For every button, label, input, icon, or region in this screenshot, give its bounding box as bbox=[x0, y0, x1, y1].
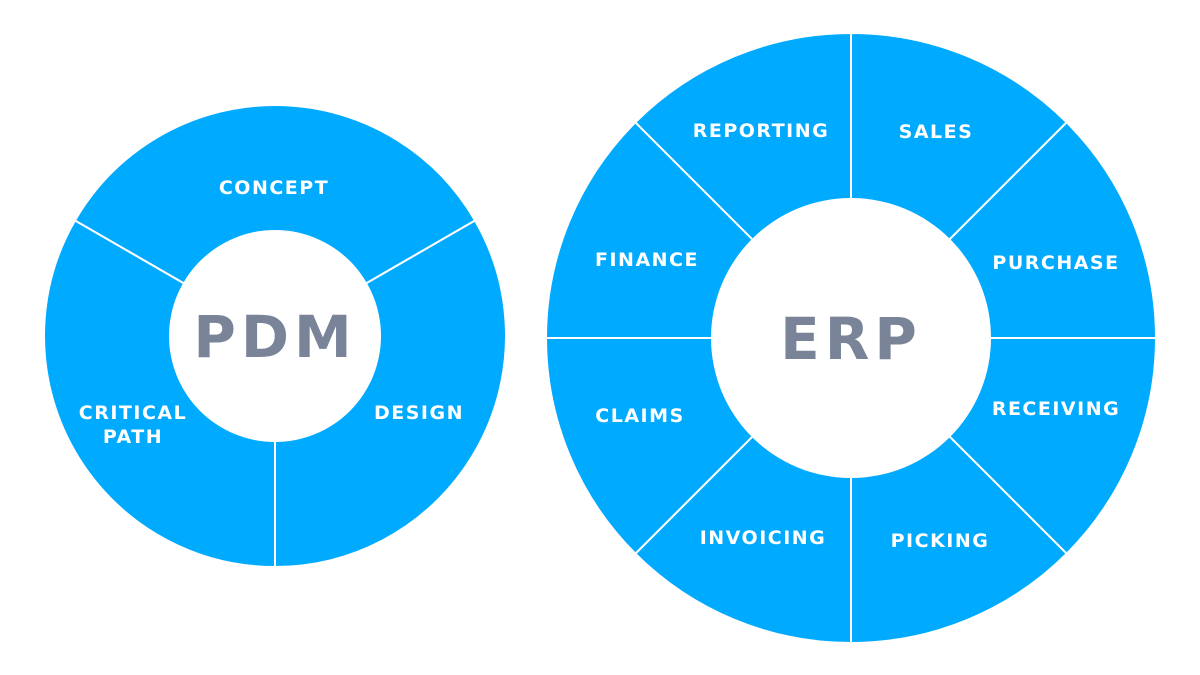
erp-label-claims: CLAIMS bbox=[595, 405, 684, 427]
erp-diagram: ERP SALES PURCHASE RECEIVING PICKING INVOICIN… bbox=[544, 31, 1158, 645]
erp-hub bbox=[711, 198, 991, 478]
erp-label-purchase: PURCHASE bbox=[992, 252, 1119, 274]
erp-label-sales: SALES bbox=[899, 121, 974, 143]
erp-label-receiving: RECEIVING bbox=[992, 398, 1120, 420]
erp-label-reporting: REPORTING bbox=[693, 120, 830, 142]
erp-hub-label: ERP bbox=[780, 305, 922, 373]
erp-label-picking: PICKING bbox=[891, 530, 990, 552]
pdm-hub-label: PDM bbox=[193, 303, 356, 371]
erp-label-finance: FINANCE bbox=[595, 249, 699, 271]
erp-label-invoicing: INVOICING bbox=[700, 527, 827, 549]
pdm-label-concept: CONCEPT bbox=[219, 177, 329, 199]
pdm-hub bbox=[169, 230, 381, 442]
pdm-segment-concept bbox=[73, 104, 477, 338]
pdm-label-design: DESIGN bbox=[374, 402, 464, 424]
